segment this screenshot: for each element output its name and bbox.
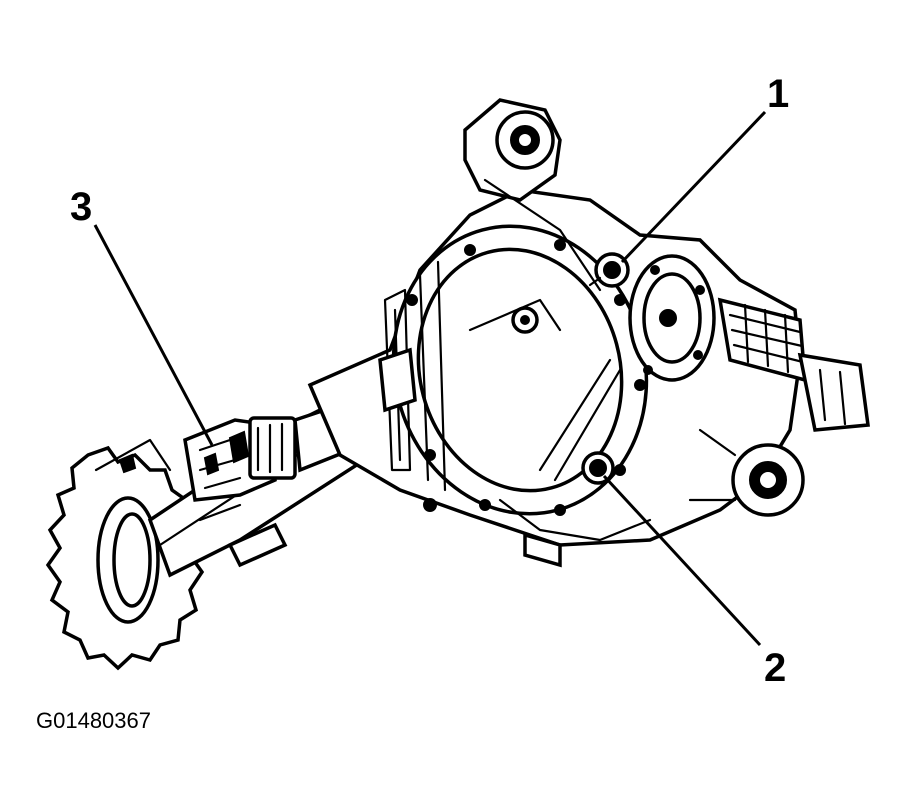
callout-label-3: 3 [70, 185, 93, 229]
upper-mount-bushing [463, 98, 602, 292]
figure-id: G01480367 [36, 708, 151, 733]
lower-bracket [423, 498, 652, 568]
drain-plug [581, 451, 615, 485]
pinion-flange [628, 254, 716, 382]
fill-plug [588, 252, 630, 288]
callout-2-leader [602, 474, 762, 647]
differential-housing [307, 188, 802, 547]
left-hub-flange [45, 438, 205, 671]
callout-1-leader [620, 110, 767, 264]
housing-rib-lattice [717, 297, 870, 432]
callout-label-2: 2 [764, 646, 787, 690]
callout-3-leader [93, 224, 214, 446]
actuator-assembly [183, 402, 353, 502]
lower-mount-bushing [688, 428, 805, 517]
callout-label-1: 1 [767, 72, 790, 116]
